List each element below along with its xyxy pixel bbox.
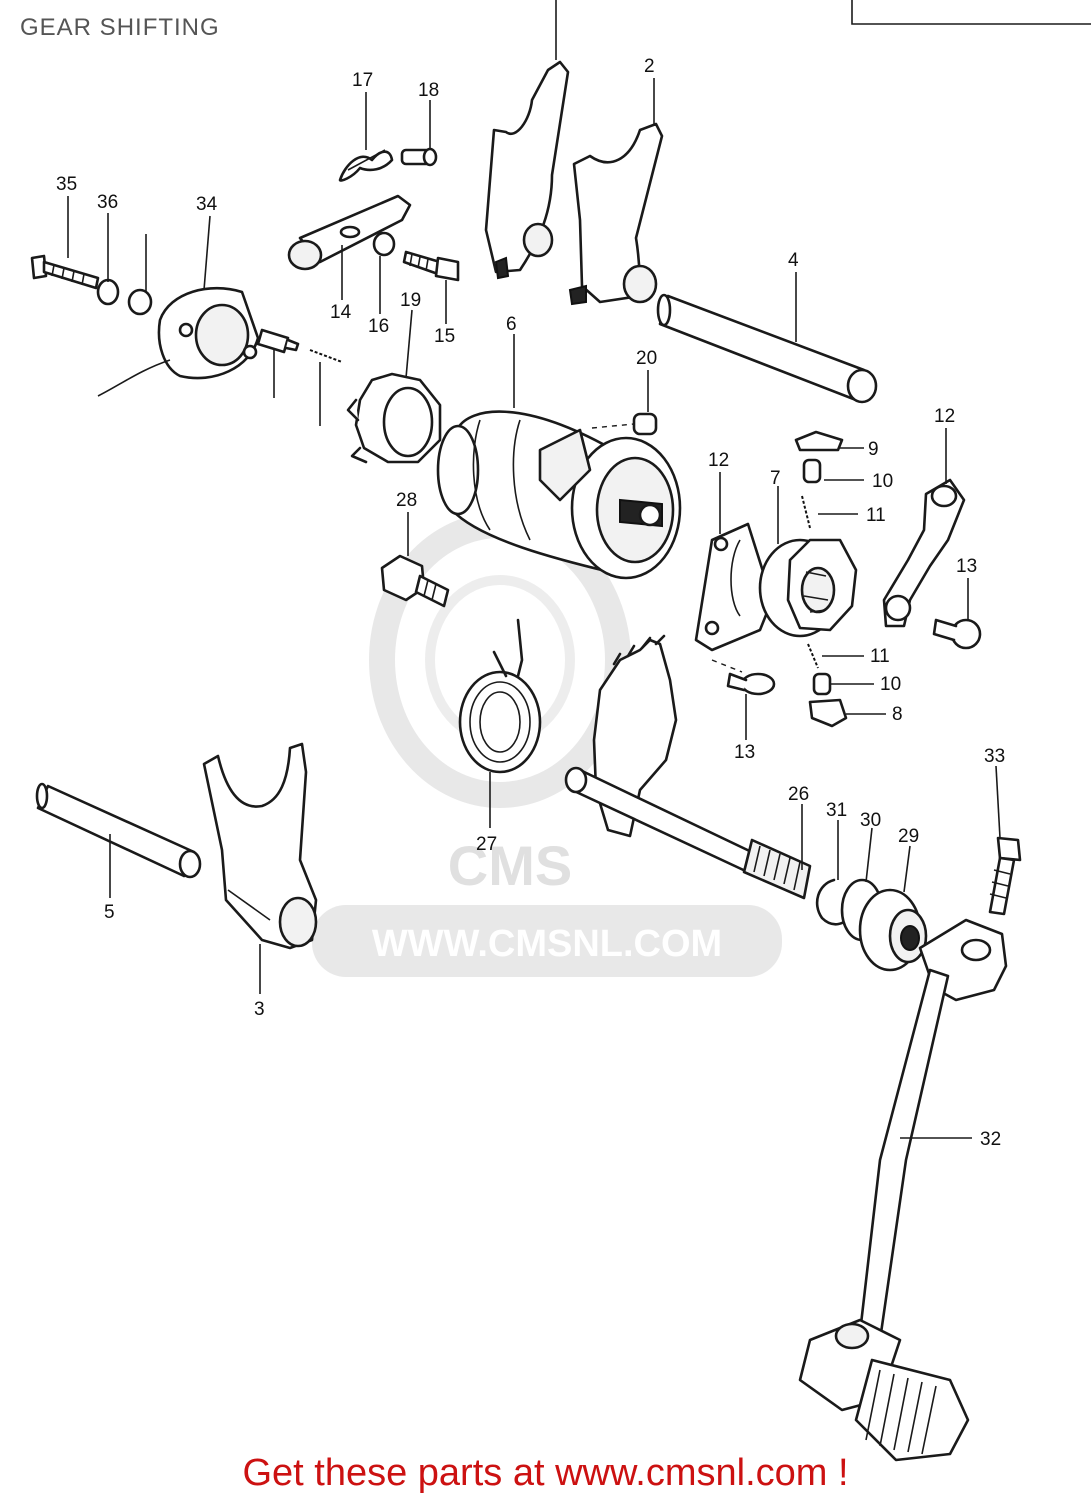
part-2-shift-fork	[568, 122, 664, 306]
part-22-pin	[632, 412, 658, 436]
callout-8: 8	[892, 704, 903, 725]
footer-link[interactable]: Get these parts at www.cmsnl.com !	[242, 1452, 849, 1494]
part-5-fork-shaft	[35, 782, 202, 879]
callout-29: 32	[980, 1129, 1001, 1150]
callout-31: 34	[196, 194, 218, 215]
part-13-screw	[726, 672, 776, 696]
part-10-pin	[802, 458, 822, 484]
part-24-return-spring	[458, 618, 542, 774]
part-30-bolt	[988, 836, 1022, 916]
part-34-washer	[127, 288, 153, 316]
part-32-bolt	[30, 254, 100, 290]
callout-28: 31	[826, 800, 847, 821]
part-19-spring	[338, 149, 394, 182]
callout-7: 7	[770, 468, 781, 489]
callout-22: 20	[636, 348, 657, 369]
diagram-title: GEAR SHIFTING	[20, 14, 220, 41]
part-20-pin	[400, 147, 438, 167]
callout-6: 6	[506, 314, 517, 335]
callout-33: 36	[97, 192, 118, 213]
part-31-neutral-switch	[97, 286, 260, 397]
part-7-pawl-lifter	[758, 538, 858, 638]
callout-18: 16	[368, 316, 389, 337]
part-25-bolt	[380, 554, 450, 608]
part-14-link	[882, 478, 966, 628]
callout-leaders	[67, 0, 1001, 1139]
callout-4: 4	[788, 250, 799, 271]
part-26-oil-seal	[858, 888, 928, 972]
callout-25: 28	[396, 490, 417, 511]
watermark-logo-text: CMS	[448, 834, 572, 897]
callout-32: 35	[56, 174, 77, 195]
part-3-shift-fork	[202, 742, 318, 950]
callout-17: 15	[434, 326, 455, 347]
callout-16: 14	[330, 302, 352, 323]
callout-11: 11	[866, 505, 886, 526]
part-11-spring-lower	[807, 643, 819, 669]
callout-11-lower: 11	[870, 646, 890, 667]
part-16-stopper-arm	[287, 194, 412, 271]
part-33-washer	[96, 278, 120, 306]
part-9-pawl	[794, 430, 844, 452]
part-4-fork-shaft	[656, 293, 878, 404]
part-1-shift-fork	[484, 60, 570, 280]
callout-15: 13	[956, 556, 977, 577]
callout-13: 13	[734, 742, 755, 763]
callout-3: 3	[254, 999, 265, 1020]
part-29-gearshift-lever	[798, 918, 1008, 1462]
callout-12: 12	[708, 450, 729, 471]
callout-10: 10	[872, 471, 893, 492]
callout-2: 2	[644, 56, 655, 77]
callout-labels: 2 17 18 35 36 34 14 16 15 19 6 20 4 12 9…	[56, 56, 1005, 1150]
part-15-screw	[932, 618, 982, 650]
callout-20: 18	[418, 80, 439, 101]
callout-24: 27	[476, 834, 497, 855]
part-11-spring	[801, 495, 811, 529]
callout-19: 17	[352, 70, 373, 91]
callout-23: 26	[788, 784, 809, 805]
part-18-washer	[372, 231, 396, 257]
part-12-stopper-plate	[694, 522, 774, 652]
callout-26: 29	[898, 826, 919, 847]
frame-corner	[851, 0, 1091, 25]
callout-5: 5	[104, 902, 115, 923]
part-6-gearshift-drum	[436, 410, 682, 580]
callout-27: 30	[860, 810, 881, 831]
watermark-url-text: WWW.CMSNL.COM	[372, 923, 722, 965]
part-17-bolt	[402, 250, 460, 282]
callout-21: 19	[400, 290, 421, 311]
part-21-cam	[346, 372, 442, 464]
part-35-contact-pin	[256, 328, 300, 354]
part-8-pawl	[808, 698, 848, 728]
callout-9: 9	[868, 439, 879, 460]
callout-10-lower: 10	[880, 674, 901, 695]
part-23-gearshift-shaft	[564, 634, 812, 900]
callout-30: 33	[984, 746, 1005, 767]
part-36-spring	[309, 349, 343, 363]
callout-14: 12	[934, 406, 955, 427]
cmsnl-watermark: CMS WWW.CMSNL.COM	[312, 512, 782, 977]
part-10-pin-lower	[812, 672, 832, 696]
